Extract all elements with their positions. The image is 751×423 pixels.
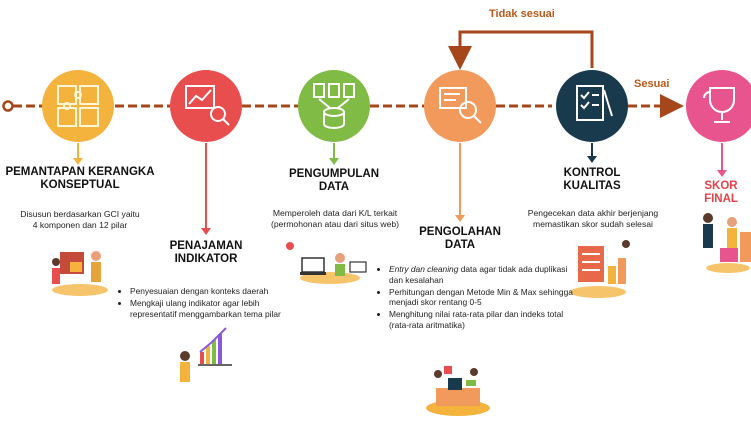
- step-6-title-line-1: SKOR: [704, 180, 738, 192]
- analytics-icon: [185, 85, 230, 126]
- illustration-laptop-people: [286, 242, 367, 284]
- illustration-winners: [703, 213, 751, 273]
- step-1-desc-line-2: 4 komponen dan 12 pilar: [32, 220, 128, 230]
- step-4-bullet-1-rest: data agar tidak ada duplikasi dan kesala…: [389, 264, 568, 285]
- trophy-icon: [703, 87, 735, 123]
- step-2-bullet-1: Penyesuaian dengan konteks daerah: [130, 286, 296, 297]
- step-4-bullet-1-emphasis: Entry dan cleaning: [389, 264, 459, 274]
- step-6-title-line-2: FINAL: [704, 193, 738, 205]
- step-6-node: [686, 70, 751, 142]
- step-5-title-line-2: KUALITAS: [563, 180, 621, 192]
- step-4-bullet-3: Menghitung nilai rata-rata pilar dan ind…: [389, 309, 575, 331]
- checklist-icon: [576, 85, 613, 121]
- step-4-title: PENGOLAHAN DATA: [404, 226, 516, 252]
- appropriate-label: Sesuai: [634, 78, 670, 90]
- step-2-title-line-1: PENAJAMAN: [169, 240, 243, 252]
- step-5-desc-line-1: Pengecekan data akhir berjenjang: [527, 208, 659, 218]
- step-5-desc-line-2: memastikan skor sudah selesai: [533, 219, 653, 229]
- step-4-bullet-2: Perhitungan dengan Metode Min & Max sehi…: [389, 287, 575, 309]
- step-3-desc-line-2: (permohonan atau dari situs web): [270, 219, 400, 229]
- step-1-title: PEMANTAPAN KERANGKA KONSEPTUAL: [0, 166, 160, 192]
- step-3-title-line-2: DATA: [318, 181, 350, 193]
- step-4-node: [424, 70, 496, 142]
- illustration-quality-board: [570, 240, 630, 298]
- step-1-description: Disusun berdasarkan GCI yaitu 4 komponen…: [0, 209, 160, 231]
- step-5-node: [556, 70, 628, 142]
- database-icon: [313, 83, 355, 129]
- feedback-loop-arrow: [448, 30, 594, 70]
- step-3-title-line-1: PENGUMPULAN: [288, 168, 380, 180]
- data-processing-icon: [439, 87, 482, 124]
- step-4-bullet-1: Entry dan cleaning data agar tidak ada d…: [389, 264, 575, 286]
- illustration-team-puzzle: [52, 251, 108, 296]
- step-5-title-line-1: KONTROL: [563, 167, 621, 179]
- timeline-start-node: [2, 100, 14, 112]
- step-1-node: [42, 70, 114, 142]
- step-3-description: Memperoleh data dari K/L terkait (permoh…: [252, 208, 418, 230]
- step-6-title: SKOR FINAL: [692, 180, 750, 206]
- step-2-title-line-2: INDIKATOR: [174, 253, 238, 265]
- step-4-bullets: Entry dan cleaning data agar tidak ada d…: [377, 264, 575, 332]
- step-3-desc-line-1: Memperoleh data dari K/L terkait: [272, 208, 398, 218]
- step-4-title-line-2: DATA: [444, 239, 476, 251]
- step-2-bullet-2: Mengkaji ulang indikator agar lebih repr…: [130, 298, 296, 320]
- step-4-title-line-1: PENGOLAHAN: [419, 226, 501, 238]
- step-1-desc-line-1: Disusun berdasarkan GCI yaitu: [20, 209, 140, 219]
- not-appropriate-label: Tidak sesuai: [489, 8, 555, 20]
- step-1-title-line-1: PEMANTAPAN KERANGKA: [5, 166, 155, 178]
- step-3-title: PENGUMPULAN DATA: [274, 168, 394, 194]
- step-2-title: PENAJAMAN INDIKATOR: [150, 240, 262, 266]
- step-2-bullets: Penyesuaian dengan konteks daerah Mengka…: [118, 286, 296, 320]
- step-3-node: [298, 70, 370, 142]
- puzzle-icon: [57, 85, 99, 127]
- step-2-node: [170, 70, 242, 142]
- step-5-description: Pengecekan data akhir berjenjang memasti…: [510, 208, 676, 230]
- illustration-processing-group: [426, 366, 490, 416]
- illustration-chart-person: [180, 327, 232, 382]
- step-1-title-line-2: KONSEPTUAL: [40, 179, 120, 191]
- step-5-title: KONTROL KUALITAS: [540, 167, 644, 193]
